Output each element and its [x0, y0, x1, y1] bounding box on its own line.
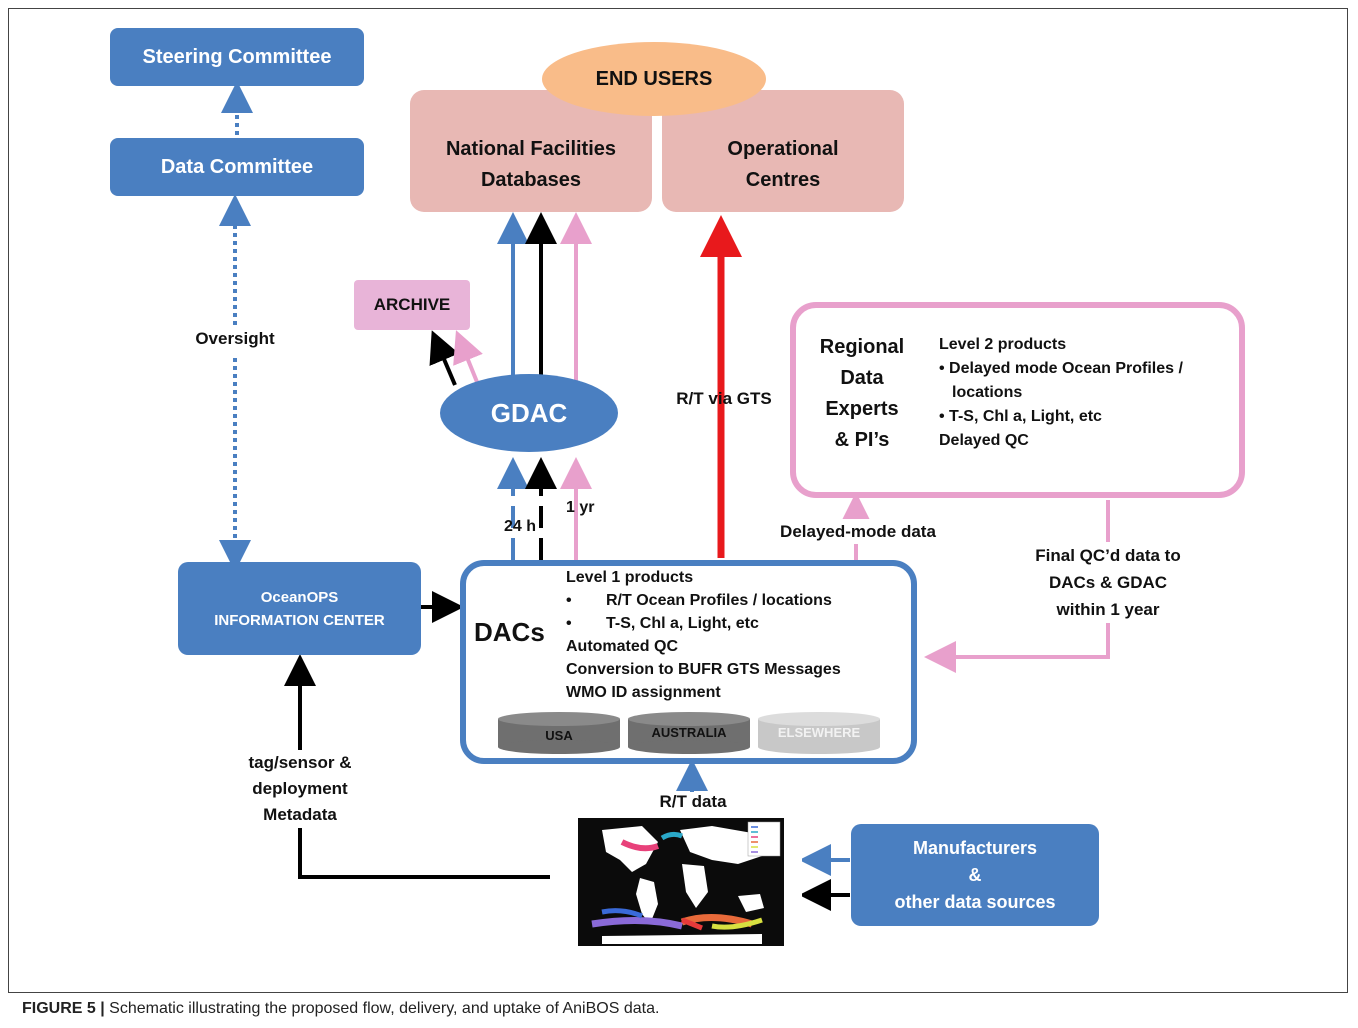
end-users-ellipse: END USERS — [542, 42, 766, 116]
arrow-gdac-archive-pink — [453, 330, 483, 383]
figure-caption-label: FIGURE 5 | — [22, 1000, 105, 1017]
regional-line-4: • T-S, Chl a, Light, etc — [939, 408, 1102, 425]
dac-line-5: Conversion to BUFR GTS Messages — [566, 661, 841, 678]
tag-sensor-label: tag/sensor & deployment Metadata — [230, 750, 370, 828]
manufacturers-box: Manufacturers & other data sources — [851, 824, 1099, 926]
operational-centres-line-1: Operational — [727, 138, 839, 160]
arrow-map-oceanops — [284, 654, 550, 879]
1yr-label: 1 yr — [566, 499, 595, 516]
delayed-mode-label: Delayed-mode data — [768, 519, 948, 544]
dac-line-6: WMO ID assignment — [566, 684, 721, 701]
figure-frame — [8, 8, 1348, 993]
archive-box: ARCHIVE — [354, 280, 470, 330]
dac-line-4: Automated QC — [566, 638, 678, 655]
manufacturers-line-3: other data sources — [894, 891, 1056, 912]
manufacturers-line-1: Manufacturers — [912, 837, 1038, 858]
regional-line-3: locations — [952, 384, 1023, 401]
regional-experts-title: Regional Data Experts & PI’s — [808, 332, 916, 456]
oceanops-line-1: OceanOPS — [260, 588, 339, 606]
operational-centres-line-2: Centres — [745, 169, 821, 191]
national-facilities-line-2: Databases — [480, 169, 582, 191]
rt-via-gts-label: R/T via GTS — [676, 389, 772, 408]
final-qc-line-2: DACs & GDAC — [1048, 573, 1168, 592]
archive-label: ARCHIVE — [373, 295, 451, 314]
regional-title-line-1: Regional — [819, 336, 905, 358]
tag-sensor-line-3: Metadata — [263, 805, 337, 824]
tag-sensor-line-1: tag/sensor & — [248, 753, 352, 772]
database-australia: AUSTRALIA — [628, 712, 750, 754]
database-elsewhere-label: ELSEWHERE — [777, 725, 861, 740]
database-elsewhere: ELSEWHERE — [758, 712, 880, 754]
dac-bullet-2: • — [566, 615, 572, 632]
national-facilities-line-1: National Facilities — [445, 138, 617, 160]
data-committee-label: Data Committee — [160, 155, 314, 178]
regional-line-5: Delayed QC — [939, 432, 1029, 449]
arrow-gdac-archive-black — [429, 330, 459, 386]
regional-experts-details: Level 2 products • Delayed mode Ocean Pr… — [939, 333, 1183, 453]
regional-experts-box — [790, 302, 1245, 498]
steering-committee-box: Steering Committee — [110, 28, 364, 86]
database-australia-label: AUSTRALIA — [651, 725, 727, 740]
final-qc-label: Final QC’d data to DACs & GDAC within 1 … — [1018, 542, 1198, 623]
regional-title-line-2: Data — [840, 367, 884, 389]
dacs-details: Level 1 products • R/T Ocean Profiles / l… — [566, 566, 841, 704]
oceanops-box: OceanOPS INFORMATION CENTER — [178, 562, 421, 655]
oceanops-line-2: INFORMATION CENTER — [214, 611, 385, 629]
database-usa: USA — [498, 712, 620, 754]
data-committee-box: Data Committee — [110, 138, 364, 196]
dac-line-3: T-S, Chl a, Light, etc — [606, 615, 759, 632]
oversight-label: Oversight — [185, 326, 285, 351]
database-usa-label: USA — [545, 728, 573, 743]
dac-line-2-row: • R/T Ocean Profiles / locations — [566, 589, 841, 612]
dacs-title: DACs — [474, 617, 545, 647]
gdac-ellipse: GDAC — [440, 374, 618, 452]
steering-committee-label: Steering Committee — [142, 45, 332, 68]
dac-line-1: Level 1 products — [566, 569, 694, 586]
end-users-label: END USERS — [595, 67, 713, 90]
dac-line-3-row: • T-S, Chl a, Light, etc — [566, 612, 841, 635]
world-tracks-map-image — [562, 812, 802, 964]
regional-line-2: • Delayed mode Ocean Profiles / — [939, 360, 1183, 377]
figure-caption: FIGURE 5 | Schematic illustrating the pr… — [22, 1000, 659, 1018]
dac-line-2: R/T Ocean Profiles / locations — [606, 592, 832, 609]
final-qc-line-3: within 1 year — [1056, 600, 1160, 619]
regional-title-line-3: Experts — [825, 398, 899, 420]
dac-bullet-1: • — [566, 592, 572, 609]
final-qc-line-1: Final QC’d data to — [1035, 546, 1181, 565]
rt-data-label: R/T data — [659, 792, 727, 811]
24h-label: 24 h — [504, 518, 537, 535]
tag-sensor-line-2: deployment — [252, 779, 348, 798]
figure-caption-text: Schematic illustrating the proposed flow… — [104, 1000, 660, 1017]
manufacturers-line-2: & — [968, 864, 982, 885]
gdac-label: GDAC — [490, 397, 568, 428]
regional-line-1: Level 2 products — [939, 336, 1067, 353]
regional-title-line-4: & PI’s — [834, 429, 890, 451]
